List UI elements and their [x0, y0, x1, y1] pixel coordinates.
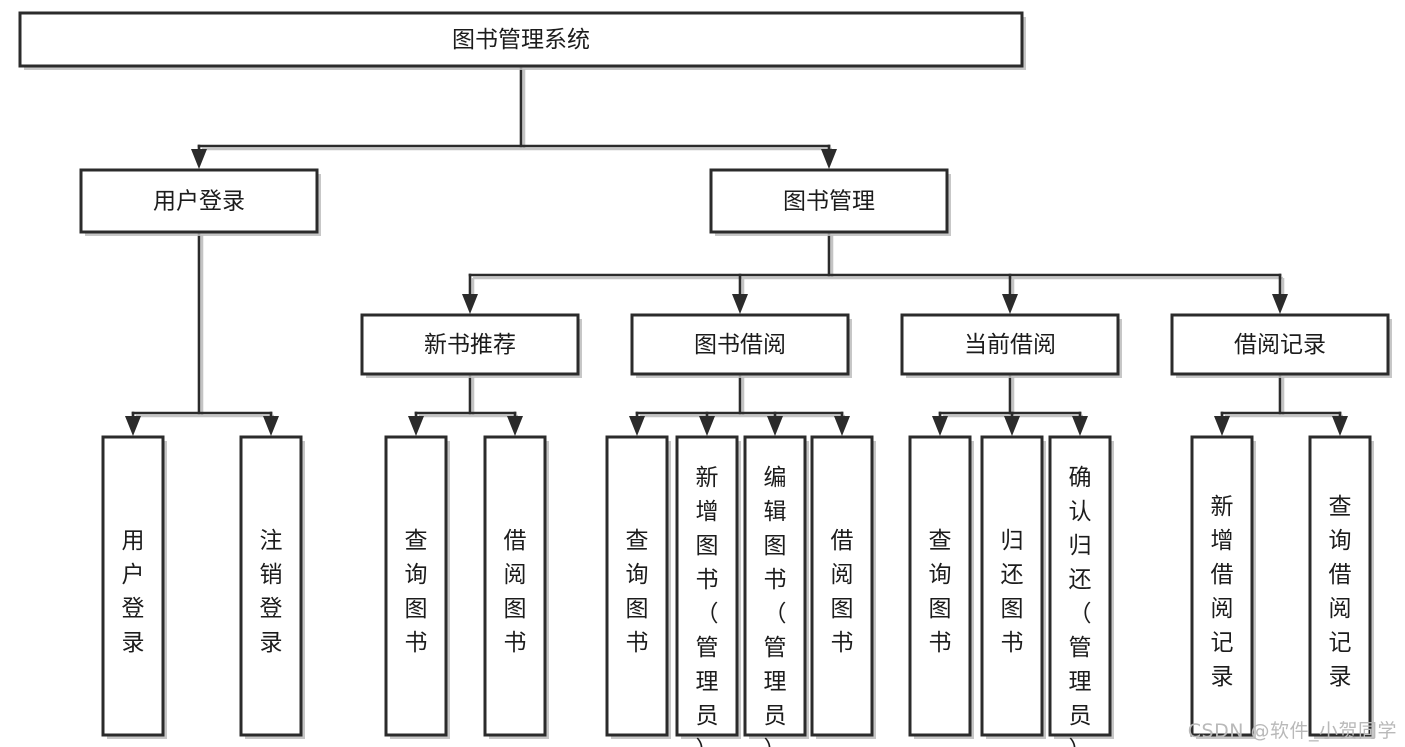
arrow-head-icon	[125, 416, 141, 436]
arrow-head-icon	[263, 416, 279, 436]
node-label: 确认归还（管理员）	[1069, 465, 1092, 747]
node-label: 查询图书	[929, 528, 952, 656]
arrow-head-icon	[1002, 294, 1018, 314]
node-leaf-return-book[interactable]: 归还图书	[980, 435, 1046, 739]
node-label: 借阅图书	[504, 528, 527, 656]
arrow-head-icon	[191, 149, 207, 169]
node-book-borrow[interactable]: 图书借阅	[630, 313, 852, 378]
node-label: 借阅图书	[831, 528, 854, 656]
node-undefined[interactable]: 图书管理系统	[18, 11, 1026, 70]
arrow-head-icon	[767, 416, 783, 436]
node-new-book-rec[interactable]: 新书推荐	[360, 313, 582, 378]
arrow-head-icon	[462, 294, 478, 314]
node-leaf-query-book-2[interactable]: 查询图书	[605, 435, 671, 739]
node-book-manage[interactable]: 图书管理	[709, 168, 951, 236]
arrow-head-icon	[1272, 294, 1288, 314]
arrow-head-icon	[834, 416, 850, 436]
node-leaf-confirm-return[interactable]: 确认归还（管理员）	[1048, 435, 1114, 747]
node-leaf-query-book-3[interactable]: 查询图书	[908, 435, 974, 739]
arrow-head-icon	[932, 416, 948, 436]
node-leaf-add-record[interactable]: 新增借阅记录	[1190, 435, 1256, 739]
arrow-head-icon	[732, 294, 748, 314]
arrow-head-icon	[1072, 416, 1088, 436]
node-leaf-borrow-book-2[interactable]: 借阅图书	[810, 435, 876, 739]
node-label: 当前借阅	[964, 332, 1056, 358]
node-user-login[interactable]: 用户登录	[79, 168, 321, 236]
node-label: 新增图书（管理员）	[696, 465, 719, 747]
node-label: 图书借阅	[694, 332, 786, 358]
arrow-head-icon	[507, 416, 523, 436]
arrow-head-icon	[408, 416, 424, 436]
node-label: 查询借阅记录	[1329, 494, 1352, 690]
node-leaf-borrow-book-1[interactable]: 借阅图书	[483, 435, 549, 739]
arrow-head-icon	[821, 149, 837, 169]
edges-layer	[125, 64, 1348, 436]
node-label: 图书管理系统	[452, 27, 590, 53]
nodes-layer: 图书管理系统用户登录图书管理新书推荐图书借阅当前借阅借阅记录用户登录注销登录查询…	[18, 11, 1392, 747]
node-label: 查询图书	[626, 528, 649, 656]
node-label: 查询图书	[405, 528, 428, 656]
node-leaf-logout[interactable]: 注销登录	[239, 435, 305, 739]
node-leaf-add-book[interactable]: 新增图书（管理员）	[675, 435, 741, 747]
arrow-head-icon	[1214, 416, 1230, 436]
node-leaf-query-record[interactable]: 查询借阅记录	[1308, 435, 1374, 739]
node-label: 借阅记录	[1234, 332, 1326, 358]
node-label: 新增借阅记录	[1211, 494, 1234, 690]
node-label: 新书推荐	[424, 332, 516, 358]
node-label: 编辑图书（管理员）	[764, 465, 787, 747]
arrow-head-icon	[1332, 416, 1348, 436]
node-label: 用户登录	[153, 189, 245, 215]
node-label: 注销登录	[260, 528, 283, 656]
node-borrow-record[interactable]: 借阅记录	[1170, 313, 1392, 378]
node-label: 图书管理	[783, 189, 875, 215]
arrow-head-icon	[629, 416, 645, 436]
watermark-label: CSDN @软件_小贺同学	[1187, 720, 1397, 742]
node-leaf-user-login[interactable]: 用户登录	[101, 435, 167, 739]
node-leaf-query-book-1[interactable]: 查询图书	[384, 435, 450, 739]
node-leaf-edit-book[interactable]: 编辑图书（管理员）	[743, 435, 809, 747]
arrow-head-icon	[1004, 416, 1020, 436]
node-label: 归还图书	[1001, 528, 1024, 656]
node-label: 用户登录	[122, 528, 145, 656]
arrow-head-icon	[699, 416, 715, 436]
node-current-borrow[interactable]: 当前借阅	[900, 313, 1122, 378]
